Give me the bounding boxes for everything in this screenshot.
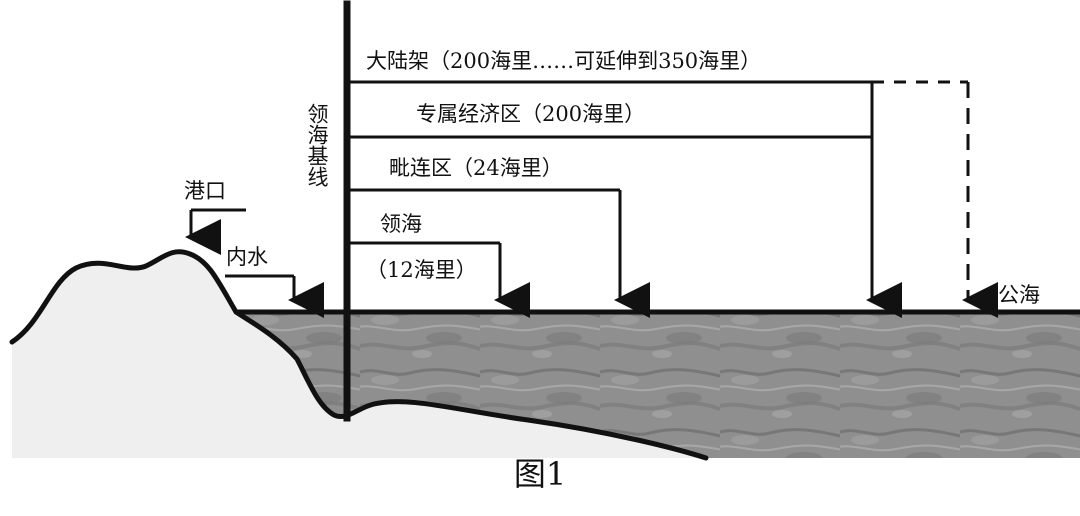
continental-shelf-label: 大陆架（200海里……可延伸到350海里） [366,49,762,73]
land-seabed-profile [12,251,706,458]
high-seas-label: 公海 [998,283,1040,307]
territorial-sea-label: 领海 [380,212,422,236]
figure-caption: 图1 [513,455,567,493]
port-label: 港口 [184,179,226,203]
sea-area [236,312,1080,458]
internal-waters-label: 内水 [226,245,268,269]
territorial-baseline-label: 领海基线 [305,103,329,187]
territorial-sea-distance-label: （12海里） [366,258,477,282]
coastline-outline [9,249,709,461]
contiguous-zone-label: 毗连区（24海里） [389,156,563,180]
eez-label: 专属经济区（200海里） [416,102,646,126]
